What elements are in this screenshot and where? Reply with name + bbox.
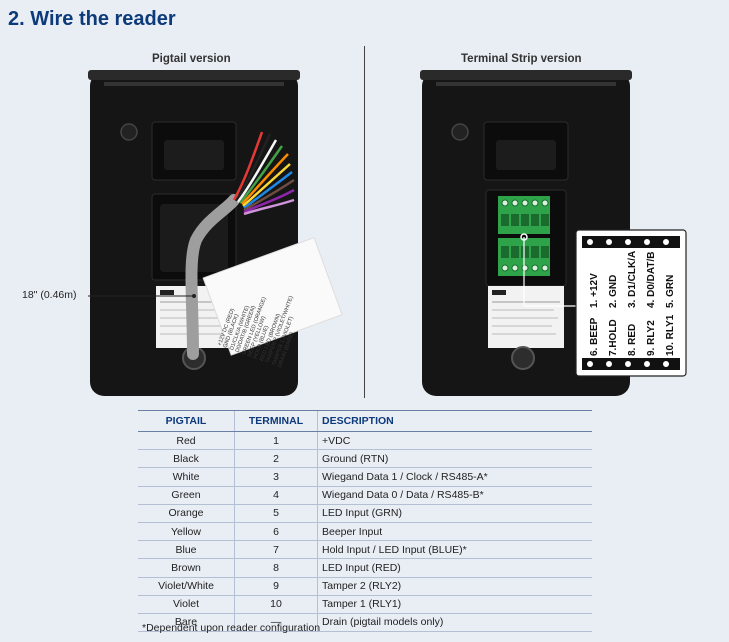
section-heading: 2. Wire the reader (8, 8, 176, 30)
terminal-cell: 9 (234, 577, 318, 596)
terminal-cell: 1 (234, 431, 318, 451)
pigtail-cell: White (138, 467, 235, 487)
terminal-label: 8. RED (627, 323, 638, 356)
description-cell: Hold Input / LED Input (BLUE)* (317, 540, 592, 560)
terminal-label: 3. D1/CLK/A (627, 250, 638, 308)
pigtail-cell: Violet (138, 595, 235, 614)
terminal-label: 4. D0/DAT/B (646, 251, 657, 309)
terminal-label: 6. BEEP (589, 317, 600, 356)
terminal-cell: 3 (234, 467, 318, 487)
pigtail-cell: Red (138, 431, 235, 451)
pigtail-cell: Green (138, 486, 235, 505)
vertical-divider (364, 46, 365, 398)
terminal-cell: 7 (234, 540, 318, 560)
terminal-label: 9. RLY2 (646, 320, 657, 356)
description-cell: Wiegand Data 1 / Clock / RS485-A* (317, 467, 592, 487)
pigtail-cell: Black (138, 449, 235, 469)
terminal-cell: 8 (234, 558, 318, 578)
terminal-label: 5. GRN (665, 274, 676, 308)
terminal-label: 1. +12V (589, 273, 600, 308)
pigtail-cell: Brown (138, 558, 235, 578)
table-row: Bare—Drain (pigtail models only) (138, 613, 592, 633)
pigtail-cell: Bare (138, 613, 235, 633)
pigtail-cell: Yellow (138, 522, 235, 542)
description-cell: Drain (pigtail models only) (317, 613, 592, 633)
terminal-strip-reader-illustration (420, 70, 687, 396)
description-cell: Tamper 1 (RLY1) (317, 595, 592, 614)
column-header-pigtail: PIGTAIL (138, 410, 235, 432)
pigtail-caption: Pigtail version (152, 53, 231, 65)
table-header-row: PIGTAIL TERMINAL DESCRIPTION (138, 410, 592, 432)
terminal-cell: 4 (234, 486, 318, 505)
terminal-strip-caption: Terminal Strip version (461, 53, 582, 65)
terminal-cell: 2 (234, 449, 318, 469)
column-header-description: DESCRIPTION (317, 410, 592, 432)
terminal-label: 2. GND (608, 274, 619, 308)
cable-length-label: 18" (0.46m) (22, 289, 77, 301)
description-cell: Wiegand Data 0 / Data / RS485-B* (317, 486, 592, 505)
description-cell: +VDC (317, 431, 592, 451)
terminal-cell: 10 (234, 595, 318, 614)
terminal-label: 7.HOLD (608, 319, 619, 356)
pigtail-reader-illustration (88, 70, 343, 396)
column-header-terminal: TERMINAL (234, 410, 318, 432)
terminal-labels-bottom: 6. BEEP 7.HOLD 8. RED 9. RLY2 10. RLY1 (579, 312, 689, 356)
terminal-cell: — (234, 613, 318, 633)
description-cell: LED Input (GRN) (317, 504, 592, 523)
terminal-cell: 5 (234, 504, 318, 523)
description-cell: Ground (RTN) (317, 449, 592, 469)
description-cell: Tamper 2 (RLY2) (317, 577, 592, 596)
terminal-label: 10. RLY1 (665, 314, 676, 356)
description-cell: Beeper Input (317, 522, 592, 542)
terminal-labels-top: 1. +12V 2. GND 3. D1/CLK/A 4. D0/DAT/B 5… (579, 250, 689, 309)
description-cell: LED Input (RED) (317, 558, 592, 578)
pigtail-cell: Violet/White (138, 577, 235, 596)
footnote: *Dependent upon reader configuration (142, 622, 321, 634)
pigtail-cell: Blue (138, 540, 235, 560)
pigtail-cell: Orange (138, 504, 235, 523)
terminal-cell: 6 (234, 522, 318, 542)
